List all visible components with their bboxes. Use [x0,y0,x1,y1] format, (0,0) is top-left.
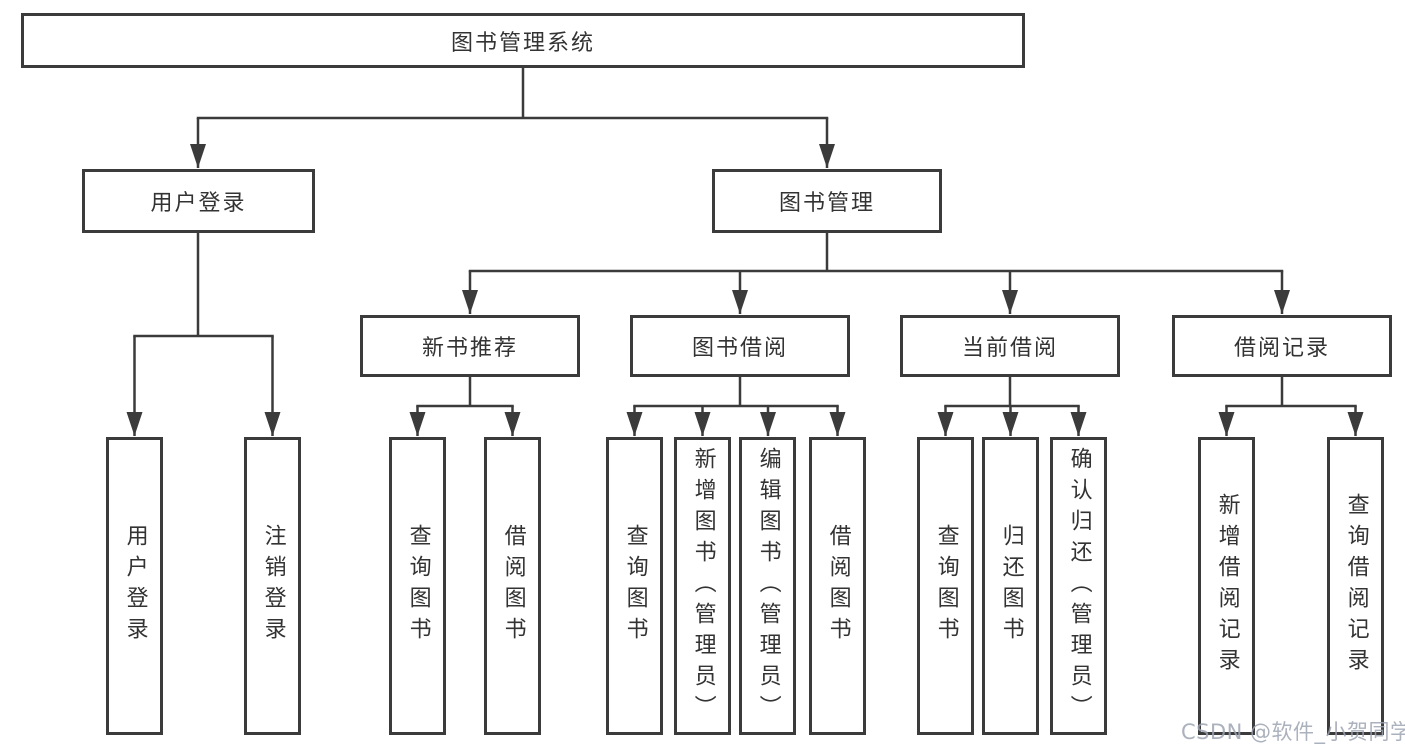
leaf-query-books: 查询图书 [917,437,974,735]
node-new-book-recommend: 新书推荐 [360,315,580,377]
node-label: 新增图书（管理员） [690,446,716,726]
node-label: 查询图书 [622,524,648,648]
leaf-confirm-return-admin: 确认归还（管理员） [1050,437,1107,735]
node-label: 编辑图书（管理员） [755,446,781,726]
leaf-borrow-books: 借阅图书 [484,437,541,735]
leaf-borrow-books: 借阅图书 [809,437,866,735]
leaf-logout: 注销登录 [244,437,301,735]
node-label: 注销登录 [260,524,286,648]
leaf-return-books: 归还图书 [982,437,1039,735]
node-current-borrowing: 当前借阅 [900,315,1120,377]
node-label: 归还图书 [998,524,1024,648]
node-label: 确认归还（管理员） [1066,446,1092,726]
leaf-query-books: 查询图书 [606,437,663,735]
node-label: 查询图书 [933,524,959,648]
node-label: 借阅图书 [825,524,851,648]
node-user-login: 用户登录 [82,169,315,233]
node-label: 查询图书 [405,524,431,648]
leaf-query-books: 查询图书 [389,437,446,735]
leaf-user-login: 用户登录 [106,437,163,735]
node-label: 查询借阅记录 [1343,493,1369,679]
watermark: CSDN @软件_小贺同学 [1181,720,1405,744]
leaf-query-borrow-record: 查询借阅记录 [1327,437,1384,735]
node-borrow-records: 借阅记录 [1172,315,1392,377]
node-book-borrowing: 图书借阅 [630,315,850,377]
node-label: 用户登录 [122,524,148,648]
leaf-add-books-admin: 新增图书（管理员） [674,437,731,735]
leaf-edit-books-admin: 编辑图书（管理员） [739,437,796,735]
leaf-add-borrow-record: 新增借阅记录 [1198,437,1255,735]
node-book-management: 图书管理 [712,169,942,233]
node-library-management-system: 图书管理系统 [21,13,1025,68]
node-label: 新增借阅记录 [1214,493,1240,679]
node-label: 借阅图书 [500,524,526,648]
